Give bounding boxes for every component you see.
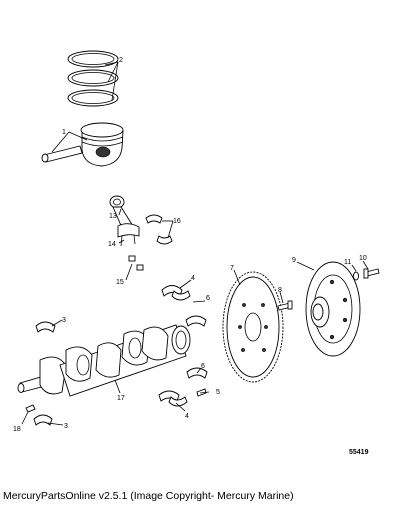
exploded-parts-diagram: 1 2 3 3 4 4 5 6 6 7 8 9 10 11 13 14 15 1…	[13, 50, 380, 433]
callout-9: 9	[292, 257, 296, 264]
crankshaft-illustration	[17, 324, 191, 397]
connecting-rod-illustration	[109, 195, 140, 247]
callout-4-lower: 4	[185, 413, 189, 420]
crank-key-illustration	[25, 404, 36, 413]
callout-labels: 1 2 3 3 4 4 5 6 6 7 8 9 10 11 13 14 15 1…	[13, 57, 367, 433]
callout-7: 7	[230, 265, 234, 272]
callout-8: 8	[278, 287, 282, 294]
rod-bearing-illustration	[145, 214, 173, 245]
rod-nuts-illustration	[128, 255, 144, 271]
callout-10: 10	[359, 255, 367, 262]
callout-6-upper: 6	[206, 295, 210, 302]
piston-rings-illustration	[67, 50, 119, 107]
callout-3-upper: 3	[62, 317, 66, 324]
callout-16: 16	[173, 218, 181, 225]
callout-3-lower: 3	[64, 423, 68, 430]
flywheel-illustration	[222, 271, 284, 383]
piston-illustration	[41, 122, 124, 167]
leader-lines	[21, 61, 369, 426]
callout-6-lower: 6	[201, 363, 205, 370]
callout-18: 18	[13, 426, 21, 433]
drive-coupler-illustration	[305, 261, 361, 357]
figure-number: 55419	[349, 449, 369, 456]
callout-2: 2	[119, 57, 123, 64]
callout-4-upper: 4	[191, 275, 195, 282]
callout-15: 15	[116, 279, 124, 286]
callout-1: 1	[62, 129, 66, 136]
callout-5: 5	[216, 389, 220, 396]
footer-copyright: MercuryPartsOnline v2.5.1 (Image Copyrig…	[3, 490, 294, 502]
washer-bolt-illustration	[353, 268, 380, 281]
flywheel-bolt-illustration	[277, 300, 293, 311]
callout-17: 17	[117, 395, 125, 402]
callout-13: 13	[109, 213, 117, 220]
callout-14: 14	[108, 241, 116, 248]
callout-11: 11	[344, 259, 351, 266]
